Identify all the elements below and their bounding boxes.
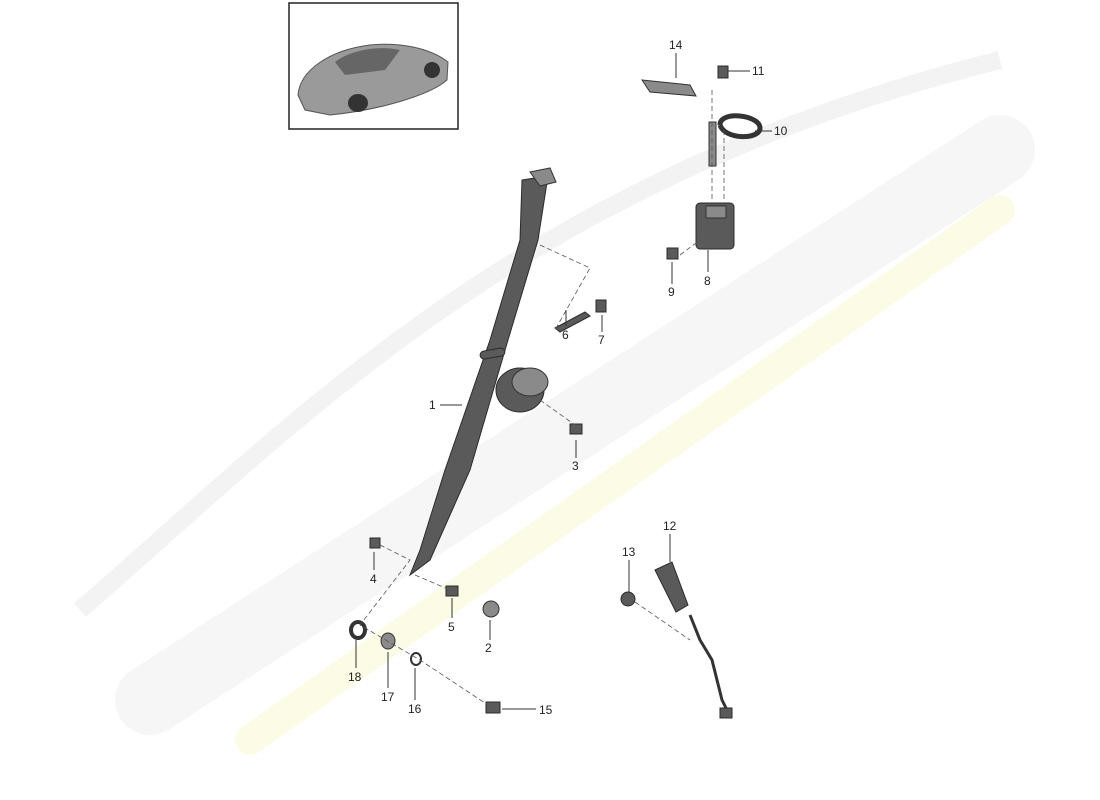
upper-anchor-8 [695, 202, 735, 250]
part-6 [554, 311, 591, 333]
callout-labels: 1 2 3 4 5 6 7 8 9 10 11 12 13 14 15 16 1… [348, 38, 788, 717]
leader-lines [355, 53, 772, 710]
part-16 [410, 652, 422, 666]
part-18 [349, 620, 367, 640]
part-7 [595, 299, 607, 313]
callout-9[interactable]: 9 [668, 285, 675, 299]
part-13 [620, 591, 636, 607]
belt-buckle-12 [654, 561, 733, 719]
callout-10[interactable]: 10 [774, 124, 788, 138]
part-2 [482, 600, 500, 618]
part-15 [485, 701, 501, 714]
part-3 [569, 423, 583, 435]
car-thumbnail[interactable] [288, 2, 459, 130]
callout-4[interactable]: 4 [370, 572, 377, 586]
belt-retractor [479, 347, 549, 413]
callout-15[interactable]: 15 [539, 703, 553, 717]
callout-3[interactable]: 3 [572, 459, 579, 473]
part-9 [666, 247, 679, 260]
part-4 [369, 537, 381, 549]
callout-16[interactable]: 16 [408, 702, 422, 716]
callout-1[interactable]: 1 [429, 398, 436, 412]
callout-7[interactable]: 7 [598, 333, 605, 347]
part-14 [640, 79, 697, 97]
callout-6[interactable]: 6 [562, 328, 569, 342]
callout-14[interactable]: 14 [669, 38, 683, 52]
callout-13[interactable]: 13 [622, 545, 636, 559]
assembly-lines [359, 90, 725, 706]
callout-2[interactable]: 2 [485, 641, 492, 655]
callout-12[interactable]: 12 [663, 519, 677, 533]
callout-17[interactable]: 17 [381, 690, 395, 704]
callout-18[interactable]: 18 [348, 670, 362, 684]
callout-11[interactable]: 11 [752, 64, 765, 78]
seat-belt-webbing [408, 167, 557, 577]
part-11 [717, 65, 729, 79]
part-5 [445, 585, 459, 597]
part-10 [708, 113, 763, 167]
sports-car-icon [297, 43, 449, 116]
callout-8[interactable]: 8 [704, 274, 711, 288]
callout-5[interactable]: 5 [448, 620, 455, 634]
